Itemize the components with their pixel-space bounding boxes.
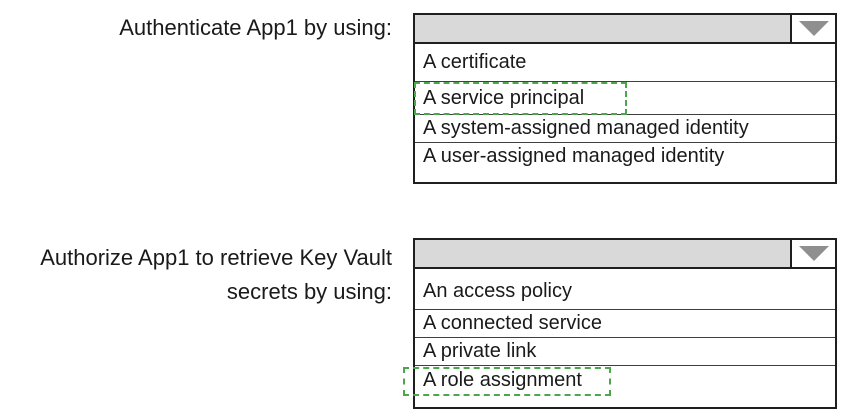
dropdown-arrow-icon <box>798 21 829 36</box>
option-an-access-policy[interactable]: An access policy <box>415 269 835 310</box>
dropdown-arrow-button[interactable] <box>790 15 835 42</box>
label-line: secrets by using: <box>226 279 392 304</box>
label-line: Authorize App1 to retrieve Key Vault <box>40 245 392 270</box>
dropdown-selected-value[interactable] <box>415 15 790 42</box>
option-a-user-assigned-managed-identity[interactable]: A user-assigned managed identity <box>423 145 725 167</box>
option-a-role-assignment[interactable]: A role assignment <box>423 369 582 391</box>
dropdown-arrow-button[interactable] <box>790 240 835 267</box>
dropdown-authenticate: A certificate A service principal A syst… <box>413 13 837 184</box>
option-a-service-principal[interactable]: A service principal <box>415 82 835 115</box>
question-label-authorize: Authorize App1 to retrieve Key Vault sec… <box>0 241 392 309</box>
option-a-connected-service[interactable]: A connected service <box>415 310 835 338</box>
dropdown-authorize: An access policy A connected service A p… <box>403 238 837 409</box>
option-a-certificate[interactable]: A certificate <box>415 44 835 82</box>
dropdown-options-authorize: An access policy A connected service A p… <box>415 269 835 407</box>
dropdown-selected-value[interactable] <box>415 240 790 267</box>
dropdown-options-authenticate: A certificate A service principal A syst… <box>415 44 835 182</box>
dropdown-header-authorize[interactable] <box>415 240 835 269</box>
question-label-authenticate: Authenticate App1 by using: <box>0 13 392 42</box>
dropdown-arrow-icon <box>798 246 829 261</box>
option-a-system-assigned-managed-identity[interactable]: A system-assigned managed identity <box>415 115 835 143</box>
label-line: Authenticate App1 by using: <box>119 15 392 40</box>
option-a-private-link[interactable]: A private link <box>415 338 835 366</box>
dropdown-header-authenticate[interactable] <box>415 15 835 44</box>
